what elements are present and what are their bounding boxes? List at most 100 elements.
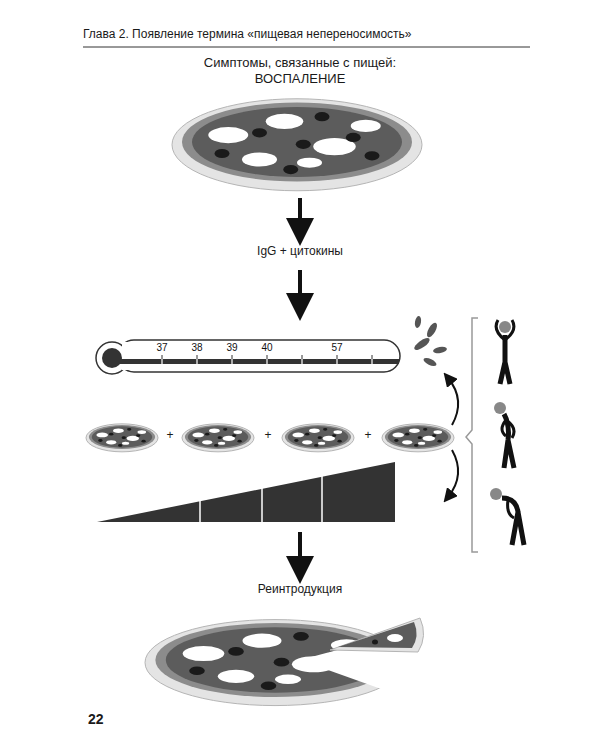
increase-wedge bbox=[199, 455, 201, 524]
splash bbox=[413, 336, 432, 352]
step-label: IgG + цитокины bbox=[257, 245, 343, 259]
plus-sign: + bbox=[364, 429, 371, 443]
splash bbox=[413, 316, 448, 368]
heading: Симптомы, связанные с пищей: bbox=[204, 56, 396, 71]
pizza bbox=[228, 647, 244, 656]
pizza bbox=[86, 424, 158, 452]
thermometer-outline bbox=[266, 356, 267, 367]
pizza bbox=[202, 440, 212, 444]
thermometer-outline bbox=[371, 356, 372, 367]
thermometer-outline bbox=[122, 342, 142, 370]
pizza bbox=[346, 133, 361, 142]
pizza bbox=[182, 424, 254, 452]
pizza bbox=[136, 434, 140, 437]
pizza bbox=[215, 149, 230, 158]
pizza bbox=[189, 666, 205, 675]
pizza bbox=[323, 428, 327, 431]
pizza-illustration bbox=[86, 99, 454, 706]
flow-arrow bbox=[298, 532, 302, 570]
pizza bbox=[437, 440, 441, 443]
pizza bbox=[402, 440, 412, 444]
pizza bbox=[409, 428, 420, 433]
pizza bbox=[218, 442, 225, 445]
pizza bbox=[218, 436, 222, 439]
pizza bbox=[351, 120, 381, 132]
pizza bbox=[288, 426, 348, 447]
pizza bbox=[252, 128, 267, 137]
person-figure bbox=[508, 500, 514, 518]
pizza bbox=[282, 424, 354, 452]
pizza bbox=[385, 425, 451, 449]
increase-wedge bbox=[97, 455, 395, 524]
header-rule bbox=[83, 47, 530, 48]
pizza bbox=[192, 432, 204, 437]
increase-wedge bbox=[261, 455, 263, 524]
flow-arrow bbox=[298, 198, 302, 232]
pizza bbox=[96, 432, 108, 437]
increase-wedge bbox=[321, 455, 323, 524]
splash bbox=[433, 346, 448, 354]
pizza bbox=[172, 99, 422, 191]
pizza bbox=[122, 442, 129, 445]
pizza bbox=[214, 444, 218, 447]
pizza bbox=[332, 434, 336, 437]
splash bbox=[422, 356, 437, 367]
heading: ВОСПАЛЕНИЕ bbox=[255, 72, 346, 87]
pizza-slice bbox=[330, 618, 424, 652]
person-figure bbox=[496, 320, 514, 384]
temperature-mark: 40 bbox=[261, 343, 272, 353]
pizza bbox=[283, 165, 298, 174]
pizza-slice bbox=[387, 634, 403, 642]
page-number: 22 bbox=[88, 711, 104, 727]
pizza bbox=[185, 425, 251, 449]
pizza bbox=[98, 439, 102, 442]
pizza-slice bbox=[330, 618, 424, 652]
pizza bbox=[118, 444, 122, 447]
pizza bbox=[243, 634, 282, 648]
pizza bbox=[208, 127, 248, 143]
pizza bbox=[365, 151, 380, 160]
pizza bbox=[309, 428, 320, 433]
pizza bbox=[113, 428, 124, 433]
thermometer-outline bbox=[162, 355, 163, 359]
pizza bbox=[382, 424, 454, 452]
pizza bbox=[297, 158, 322, 168]
thermometer-outline bbox=[102, 348, 122, 368]
pizza bbox=[302, 440, 312, 444]
person-figure bbox=[496, 320, 514, 340]
pizza bbox=[423, 428, 427, 431]
curved-arrow bbox=[448, 378, 458, 425]
thermometer-outline bbox=[118, 340, 400, 372]
pizza bbox=[92, 426, 152, 447]
thermometer-outline bbox=[197, 355, 198, 359]
person-figure bbox=[500, 335, 510, 384]
pizza bbox=[388, 426, 448, 447]
pizza bbox=[266, 114, 304, 129]
pizza-slice bbox=[372, 640, 378, 645]
pizza bbox=[188, 426, 248, 447]
plus-sign: + bbox=[264, 429, 271, 443]
pizza bbox=[109, 433, 113, 436]
splash bbox=[414, 316, 422, 329]
pizza bbox=[293, 632, 309, 641]
person-figure bbox=[502, 498, 524, 545]
pizza bbox=[418, 442, 425, 445]
pizza bbox=[205, 433, 209, 436]
pizza bbox=[127, 428, 131, 431]
pizza bbox=[275, 675, 301, 684]
pizza bbox=[414, 444, 418, 447]
person-figure bbox=[490, 488, 502, 500]
bracket bbox=[466, 318, 478, 552]
thermometer-outline bbox=[231, 356, 232, 367]
thermometer-outline bbox=[232, 355, 233, 359]
pizza bbox=[292, 432, 304, 437]
curved-arrow bbox=[448, 378, 458, 497]
pizza bbox=[314, 444, 318, 447]
plus-sign: + bbox=[166, 429, 173, 443]
pizza bbox=[89, 425, 155, 449]
pizza bbox=[182, 102, 412, 181]
pizza bbox=[282, 424, 354, 452]
pizza bbox=[86, 424, 158, 452]
pizza bbox=[382, 424, 454, 452]
